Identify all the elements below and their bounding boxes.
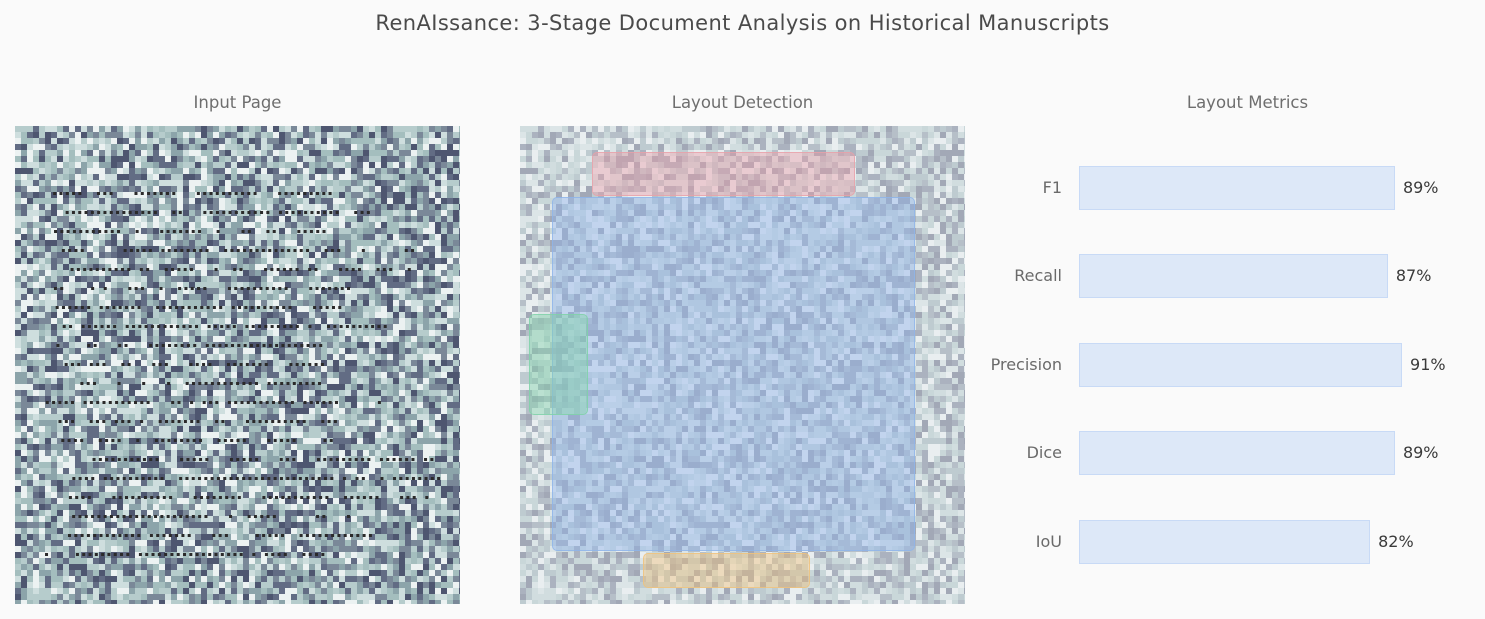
faded-manuscript-texture (520, 126, 965, 604)
layout-metrics-title: Layout Metrics (1186, 93, 1309, 112)
figure-title: RenAIssance: 3-Stage Document Analysis o… (375, 11, 1110, 35)
metric-value: 91% (1410, 355, 1446, 374)
metric-value: 89% (1402, 178, 1439, 197)
layout-detection-image (520, 126, 965, 604)
input-page-image (15, 126, 460, 604)
metric-bar (1079, 254, 1388, 298)
metric-row-dice: Dice 89% (990, 431, 1470, 475)
detection-box-main-text (552, 197, 915, 551)
detection-box-header (592, 152, 855, 196)
metric-label: Recall (1014, 266, 1062, 285)
manuscript-texture (15, 126, 460, 604)
metric-label: IoU (1035, 532, 1062, 551)
metric-row-precision: Precision 91% (990, 343, 1470, 387)
detection-box-marginalia (529, 314, 588, 415)
metric-bar (1079, 343, 1403, 387)
layout-detection-title: Layout Detection (671, 93, 814, 112)
metric-bar (1079, 166, 1395, 210)
metric-label: Precision (990, 355, 1062, 374)
metric-bar (1079, 520, 1371, 564)
input-page-title: Input Page (193, 93, 282, 112)
metric-value: 82% (1378, 532, 1414, 551)
metric-label: F1 (1042, 178, 1062, 197)
detection-box-footer (643, 553, 810, 588)
metric-value: 89% (1402, 443, 1439, 462)
metric-label: Dice (1026, 443, 1062, 462)
metric-value: 87% (1395, 266, 1432, 285)
metric-row-recall: Recall 87% (990, 254, 1470, 298)
metric-bar (1079, 431, 1395, 475)
metric-row-f1: F1 89% (990, 166, 1470, 210)
metric-row-iou: IoU 82% (990, 520, 1470, 564)
